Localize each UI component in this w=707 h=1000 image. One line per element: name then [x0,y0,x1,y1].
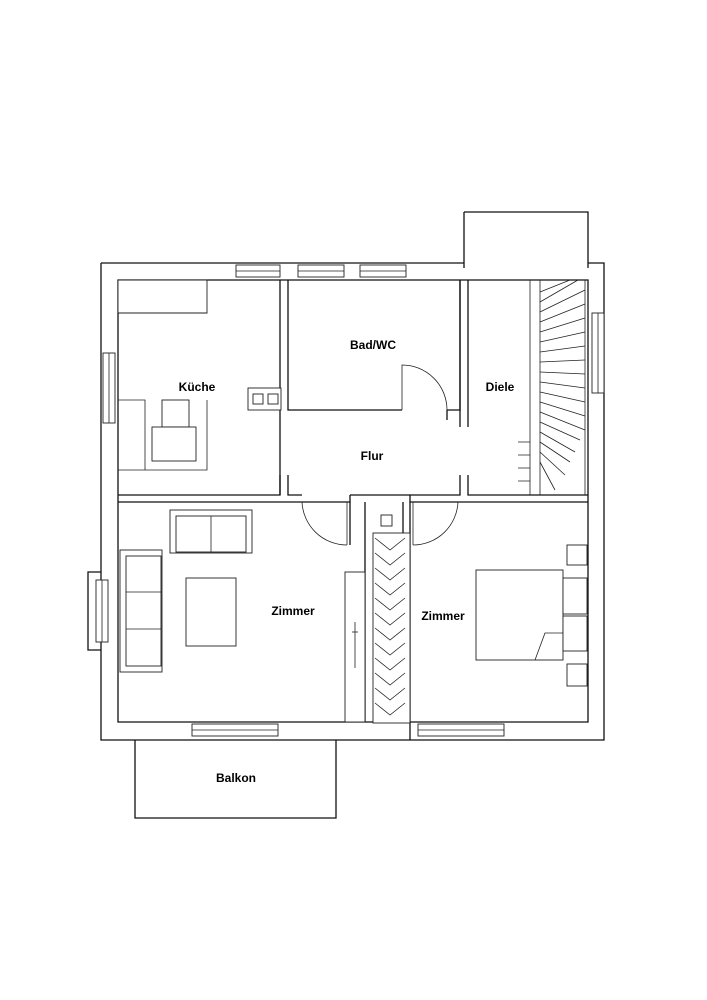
kitchen-counters [117,279,282,471]
window-zimmer-links [87,571,109,651]
stair-bay [463,211,589,268]
label-diele: Diele [486,380,515,394]
zimmer-links-moebel [119,509,366,723]
windows-top [235,264,407,278]
label-zimmer-rechts: Zimmer [421,609,465,623]
window-diele [591,312,605,394]
balcony [134,740,337,819]
wardrobe [372,514,411,724]
label-kueche: Küche [179,380,216,394]
windows-bottom [191,723,505,737]
label-zimmer-links: Zimmer [271,604,315,618]
window-kueche [102,352,116,424]
room-labels: Küche Bad/WC Diele Flur Zimmer Zimmer Ba… [179,338,515,785]
label-bad: Bad/WC [350,338,396,352]
stairs [518,279,586,495]
label-flur: Flur [361,449,384,463]
zimmer-rechts-moebel [475,544,588,687]
doors [301,364,459,546]
label-balkon: Balkon [216,771,256,785]
